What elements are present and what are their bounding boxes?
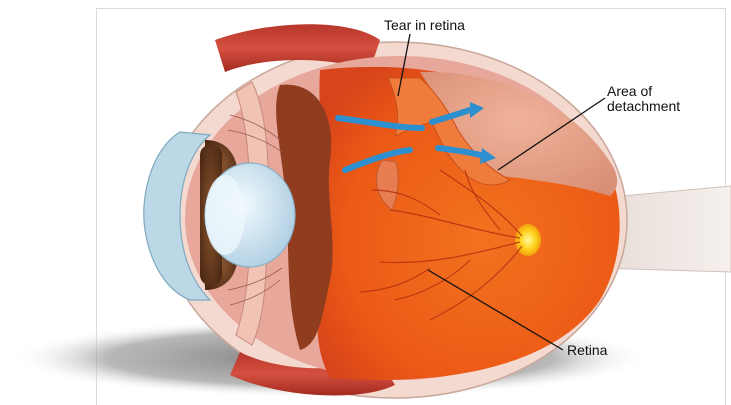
- label-retina: Retina: [567, 343, 607, 358]
- label-area-line1: Area of: [607, 84, 680, 99]
- label-area-of-detachment: Area of detachment: [607, 84, 680, 114]
- label-area-line2: detachment: [607, 99, 680, 114]
- lens-highlight: [205, 175, 245, 255]
- optic-disc: [515, 224, 541, 256]
- label-tear-in-retina: Tear in retina: [384, 18, 465, 33]
